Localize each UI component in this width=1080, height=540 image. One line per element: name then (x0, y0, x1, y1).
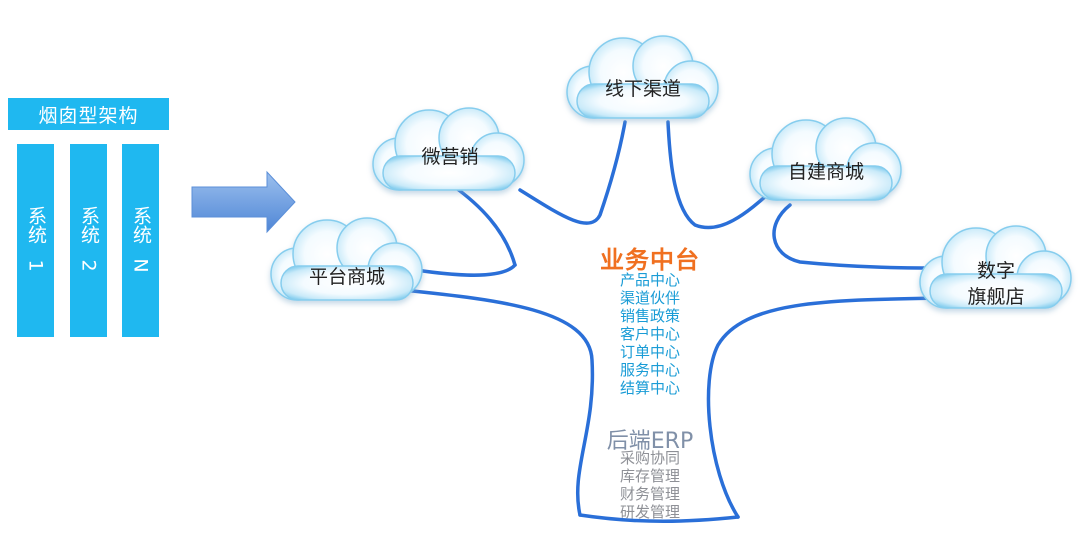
system-1-label: 系统 (25, 206, 47, 244)
middle-item: 结算中心 (619, 379, 680, 397)
business-middle-platform-title: 业务中台 (600, 246, 700, 274)
erp-item: 研发管理 (619, 503, 680, 521)
middle-platform-list: 产品中心 渠道伙伴 销售政策 客户中心 订单中心 服务中心 结算中心 (600, 271, 700, 397)
middle-item: 订单中心 (619, 343, 680, 361)
erp-item: 库存管理 (619, 467, 680, 485)
backend-erp-title: 后端ERP (606, 429, 694, 454)
middle-item: 客户中心 (619, 325, 680, 343)
erp-item: 采购协同 (619, 449, 680, 467)
system-1-column: 系统 1 (17, 144, 54, 337)
system-2-column: 系统 2 (70, 144, 107, 337)
cloud-label-platform: 平台商城 (308, 266, 385, 288)
middle-item: 渠道伙伴 (619, 289, 680, 307)
system-n-column: 系统 N (122, 144, 159, 337)
cloud-label-offline: 线下渠道 (604, 78, 681, 100)
chimney-architecture-title: 烟囱型架构 (8, 98, 169, 130)
middle-item: 服务中心 (619, 361, 680, 379)
cloud-label-digital-line1: 数字 (976, 260, 1015, 282)
erp-list: 采购协同 库存管理 财务管理 研发管理 (600, 449, 700, 521)
cloud-label-wechat: 微营销 (421, 146, 479, 168)
erp-item: 财务管理 (619, 485, 680, 503)
system-n-label: 系统 (130, 206, 152, 244)
middle-item: 产品中心 (619, 271, 680, 289)
system-2-label: 系统 (78, 206, 100, 244)
cloud-label-digital-line2: 旗舰店 (967, 286, 1025, 308)
transition-arrow (191, 170, 296, 234)
middle-item: 销售政策 (619, 307, 680, 325)
cloud-label-self-mall: 自建商城 (787, 161, 864, 183)
